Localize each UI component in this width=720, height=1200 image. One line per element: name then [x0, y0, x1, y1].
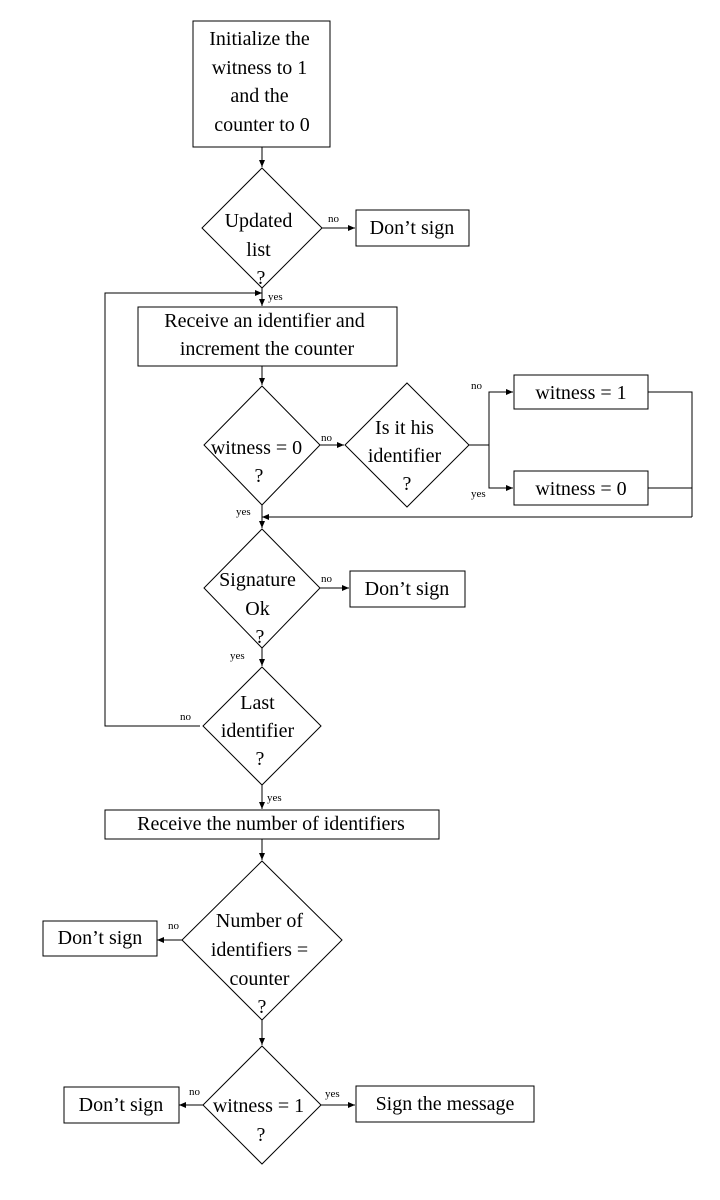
dont-sign-box-1: Don’t sign — [355, 209, 470, 247]
dont-sign-box-4: Don’t sign — [63, 1086, 180, 1124]
edge-labels: no yes no no yes yes no yes no yes no no… — [168, 213, 486, 1100]
init-box: Initialize the witness to 1 and the coun… — [192, 20, 331, 148]
updated-list-text: Updated list ? — [225, 210, 298, 289]
label-wz-no: no — [321, 432, 333, 444]
svg-text:witness = 1: witness = 1 — [535, 382, 626, 404]
svg-text:Don’t sign: Don’t sign — [58, 927, 143, 949]
is-his-identifier-text: Is it his identifier ? — [368, 417, 446, 495]
number-equals-counter-decision: Number of identifiers = counter ? — [181, 860, 343, 1021]
sign-message-box: Sign the message — [355, 1085, 535, 1123]
init-box-text: Initialize the witness to 1 and the coun… — [209, 28, 315, 136]
label-sig-yes: yes — [230, 650, 245, 662]
number-equals-counter-text: Number of identifiers = counter ? — [211, 910, 313, 1018]
edge-his-yes — [488, 445, 513, 491]
is-his-identifier-decision: Is it his identifier ? — [344, 382, 470, 508]
svg-text:Don’t sign: Don’t sign — [79, 1094, 164, 1116]
edge-w1-merge — [648, 391, 693, 517]
edge-his-no — [469, 389, 513, 446]
label-his-no: no — [471, 380, 483, 392]
receive-identifier-box: Receive an identifier and increment the … — [137, 306, 398, 367]
label-his-yes: yes — [471, 488, 486, 500]
witness-set-one-box: witness = 1 — [513, 374, 649, 410]
signature-ok-decision: Signature Ok ? — [203, 528, 321, 649]
dont-sign-box-3: Don’t sign — [42, 920, 158, 957]
label-updated-no: no — [328, 213, 340, 225]
connectors — [104, 147, 693, 1108]
last-identifier-text: Last identifier ? — [221, 692, 299, 770]
label-w1-yes: yes — [325, 1088, 340, 1100]
label-wz-yes: yes — [236, 506, 251, 518]
svg-text:Sign the message: Sign the message — [376, 1093, 515, 1115]
edge-loop-back — [104, 290, 262, 727]
dont-sign-box-2: Don’t sign — [349, 570, 466, 608]
label-updated-yes: yes — [268, 291, 283, 303]
witness-zero-decision: witness = 0 ? — [203, 385, 321, 506]
svg-text:witness = 0: witness = 0 — [535, 478, 626, 500]
svg-text:Don’t sign: Don’t sign — [370, 217, 455, 239]
witness-one-decision: witness = 1 ? — [202, 1045, 322, 1165]
signature-ok-text: Signature Ok ? — [219, 569, 301, 648]
svg-text:Don’t sign: Don’t sign — [365, 578, 450, 600]
updated-list-decision: Updated list ? — [201, 167, 323, 289]
witness-set-zero-box: witness = 0 — [513, 470, 649, 506]
label-last-no: no — [180, 711, 192, 723]
label-sig-no: no — [321, 573, 333, 585]
svg-text:Receive the number of identifi: Receive the number of identifiers — [137, 813, 405, 835]
label-num-no: no — [168, 920, 180, 932]
label-last-yes: yes — [267, 792, 282, 804]
label-w1-no: no — [189, 1086, 201, 1098]
witness-zero-text: witness = 0 ? — [211, 437, 307, 487]
witness-one-text: witness = 1 ? — [213, 1095, 309, 1146]
last-identifier-decision: Last identifier ? — [202, 666, 322, 786]
receive-number-box: Receive the number of identifiers — [104, 809, 440, 840]
receive-identifier-text: Receive an identifier and increment the … — [164, 310, 369, 360]
